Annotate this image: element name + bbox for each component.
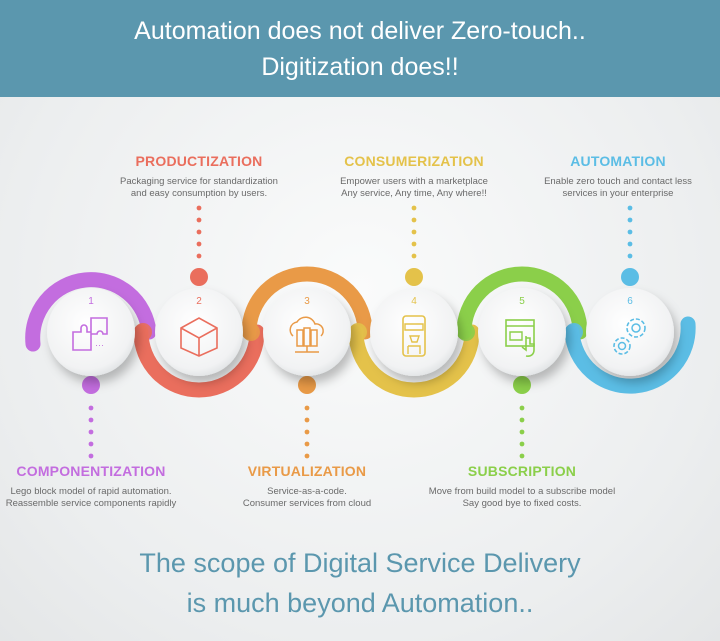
step-title: COMPONENTIZATION — [16, 463, 166, 479]
step-description: Lego block model of rapid automation.Rea… — [0, 486, 221, 510]
header-line-2: Digitization does!! — [261, 53, 459, 81]
connector-node-3 — [349, 323, 367, 341]
dotted-line — [88, 405, 94, 459]
step-number: 1 — [88, 296, 94, 307]
step-6-node — [621, 268, 639, 286]
step-4-node — [405, 268, 423, 286]
step-6-label: AUTOMATION Enable zero touch and contact… — [488, 153, 720, 200]
step-5-label: SUBSCRIPTION Move from build model to a … — [392, 463, 652, 510]
step-title: VIRTUALIZATION — [247, 463, 367, 479]
dotted-line — [196, 205, 202, 259]
header-line-1: Automation does not deliver Zero-touch.. — [134, 17, 586, 45]
footer-line-1: The scope of Digital Service Delivery — [139, 548, 581, 578]
svg-text:···: ··· — [95, 340, 104, 350]
step-6-arc — [564, 316, 696, 394]
header-banner: Automation does not deliver Zero-touch..… — [0, 0, 720, 97]
step-4-label: CONSUMERIZATION Empower users with a mar… — [284, 153, 544, 200]
step-1-label: COMPONENTIZATION Lego block model of rap… — [0, 463, 221, 510]
step-5-circle: 5 — [478, 288, 566, 376]
step-description: Move from build model to a subscribe mod… — [392, 486, 652, 510]
step-description-line-2: services in your enterprise — [562, 188, 674, 199]
step-description-line-1: Lego block model of rapid automation. — [10, 486, 172, 497]
step-description: Service-as-a-code.Consumer services from… — [177, 486, 437, 510]
step-5-arc — [456, 266, 588, 340]
step-2-label: PRODUCTIZATION Packaging service for sta… — [69, 153, 329, 200]
mobile-store-icon — [402, 315, 426, 357]
box-icon — [180, 317, 218, 357]
step-number: 2 — [196, 296, 202, 307]
step-1-node — [82, 376, 100, 394]
step-number: 4 — [411, 296, 417, 307]
step-4-circle: 4 — [370, 288, 458, 376]
step-title: AUTOMATION — [570, 153, 666, 169]
footer-tagline: The scope of Digital Service Delivery is… — [0, 543, 720, 623]
connector-node-5 — [565, 323, 583, 341]
step-number: 5 — [519, 296, 525, 307]
step-description-line-1: Move from build model to a subscribe mod… — [428, 486, 616, 497]
step-description-line-2: Reassemble service components rapidly — [5, 498, 177, 509]
step-description-line-2: Say good bye to fixed costs. — [462, 498, 582, 509]
step-title: CONSUMERIZATION — [344, 153, 484, 169]
step-description-line-1: Service-as-a-code. — [267, 486, 347, 497]
step-2-node — [190, 268, 208, 286]
gears-icon — [613, 318, 646, 355]
step-description-line-1: Packaging service for standardization — [120, 176, 278, 187]
cloud-server-icon — [289, 316, 324, 353]
dotted-line — [627, 205, 633, 259]
step-title: SUBSCRIPTION — [467, 463, 577, 479]
step-title: PRODUCTIZATION — [135, 153, 263, 169]
browser-click-icon — [505, 319, 535, 357]
footer-line-2: is much beyond Automation.. — [186, 588, 534, 618]
dotted-line — [304, 405, 310, 459]
step-3-circle: 3 — [263, 288, 351, 376]
dotted-line — [411, 205, 417, 259]
step-description-line-2: Consumer services from cloud — [242, 498, 372, 509]
step-2-arc — [133, 324, 265, 398]
step-number: 6 — [627, 296, 633, 307]
step-number: 3 — [304, 296, 310, 307]
connector-node-4 — [457, 323, 475, 341]
step-3-arc — [241, 266, 373, 340]
dotted-line — [519, 405, 525, 459]
step-3-node — [298, 376, 316, 394]
step-description-line-2: and easy consumption by users. — [130, 188, 268, 199]
step-4-arc — [348, 324, 480, 398]
step-description-line-1: Enable zero touch and contact less — [544, 176, 692, 187]
step-1-arc — [25, 272, 157, 352]
step-2-circle: 2 — [155, 288, 243, 376]
step-3-label: VIRTUALIZATION Service-as-a-code.Consume… — [177, 463, 437, 510]
connector-node-1 — [134, 323, 152, 341]
step-description-line-2: Any service, Any time, Any where!! — [341, 188, 487, 199]
connector-node-2 — [242, 323, 260, 341]
step-description-line-1: Empower users with a marketplace — [340, 176, 488, 187]
step-5-node — [513, 376, 531, 394]
step-1-circle: 1 ··· — [47, 288, 135, 376]
step-6-circle: 6 — [586, 288, 674, 376]
puzzle-icon: ··· — [72, 317, 108, 351]
